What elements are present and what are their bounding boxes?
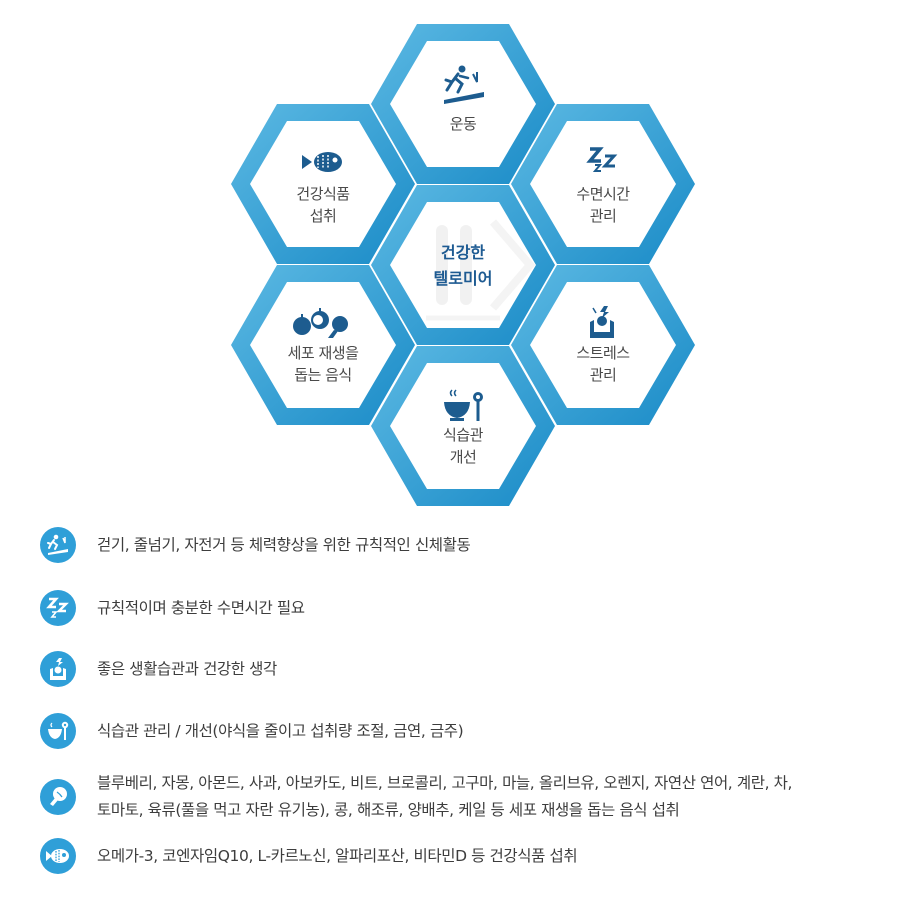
- hex-label-cell-food: 세포 재생을 돕는 음식: [287, 344, 359, 384]
- legend-item-sleep: 규칙적이며 충분한 수면시간 필요: [40, 590, 305, 626]
- hexagon-grid: [231, 24, 695, 506]
- legend-item-exercise: 걷기, 줄넘기, 자전거 등 체력향상을 위한 규칙적인 신체활동: [40, 527, 471, 563]
- fruit-vegetable-icon: [293, 308, 348, 338]
- stressed-person-icon: [590, 306, 614, 338]
- legend-item-health-food: 오메가-3, 코엔자임Q10, L-카르노신, 알파리포산, 비타민D 등 건강…: [40, 838, 578, 874]
- fish-icon: [40, 838, 76, 874]
- center-title: 건강한 텔로미어: [433, 243, 493, 288]
- stressed-person-icon: [40, 651, 76, 687]
- legend-text-multiline: 블루베리, 자몽, 아몬드, 사과, 아보카도, 비트, 브로콜리, 고구마, …: [97, 774, 793, 819]
- legend-text: 오메가-3, 코엔자임Q10, L-카르노신, 알파리포산, 비타민D 등 건강…: [97, 846, 578, 865]
- broccoli-icon: [40, 779, 76, 815]
- legend-text: 규칙적이며 충분한 수면시간 필요: [97, 598, 305, 617]
- legend-item-eating: 식습관 관리 / 개선(야식을 줄이고 섭취량 조절, 금연, 금주): [40, 713, 464, 749]
- hex-inner-shapes: [250, 41, 676, 489]
- legend-text: 좋은 생활습관과 건강한 생각: [97, 659, 277, 678]
- legend-text: 걷기, 줄넘기, 자전거 등 체력향상을 위한 규칙적인 신체활동: [97, 535, 471, 554]
- bowl-spoon-icon: [40, 713, 76, 749]
- hex-label-health-food: 건강식품 섭취: [296, 185, 350, 225]
- legend-item-stress: 좋은 생활습관과 건강한 생각: [40, 651, 277, 687]
- hex-label-exercise: 운동: [449, 115, 477, 133]
- sleep-zzz-icon: [586, 147, 618, 172]
- hex-label-eating: 식습관 개선: [443, 426, 483, 466]
- bowl-spoon-icon: [444, 389, 483, 421]
- hex-label-stress: 스트레스 관리: [576, 344, 630, 384]
- treadmill-runner-icon: [444, 65, 484, 104]
- chromosome-watermark-icon: [426, 219, 536, 321]
- telomere-hexagon-diagram: 운동 수면시간 관리 스트레스 관리 식습관 개선 세포 재생을 돕는 음식 건…: [231, 24, 695, 506]
- legend-text: 식습관 관리 / 개선(야식을 줄이고 섭취량 조절, 금연, 금주): [97, 721, 464, 740]
- fish-icon: [302, 152, 342, 172]
- sleep-zzz-icon: [40, 590, 76, 626]
- treadmill-runner-icon: [40, 527, 76, 563]
- legend-item-cell-food: 블루베리, 자몽, 아몬드, 사과, 아보카도, 비트, 브로콜리, 고구마, …: [40, 770, 792, 824]
- hex-label-sleep: 수면시간 관리: [576, 185, 630, 225]
